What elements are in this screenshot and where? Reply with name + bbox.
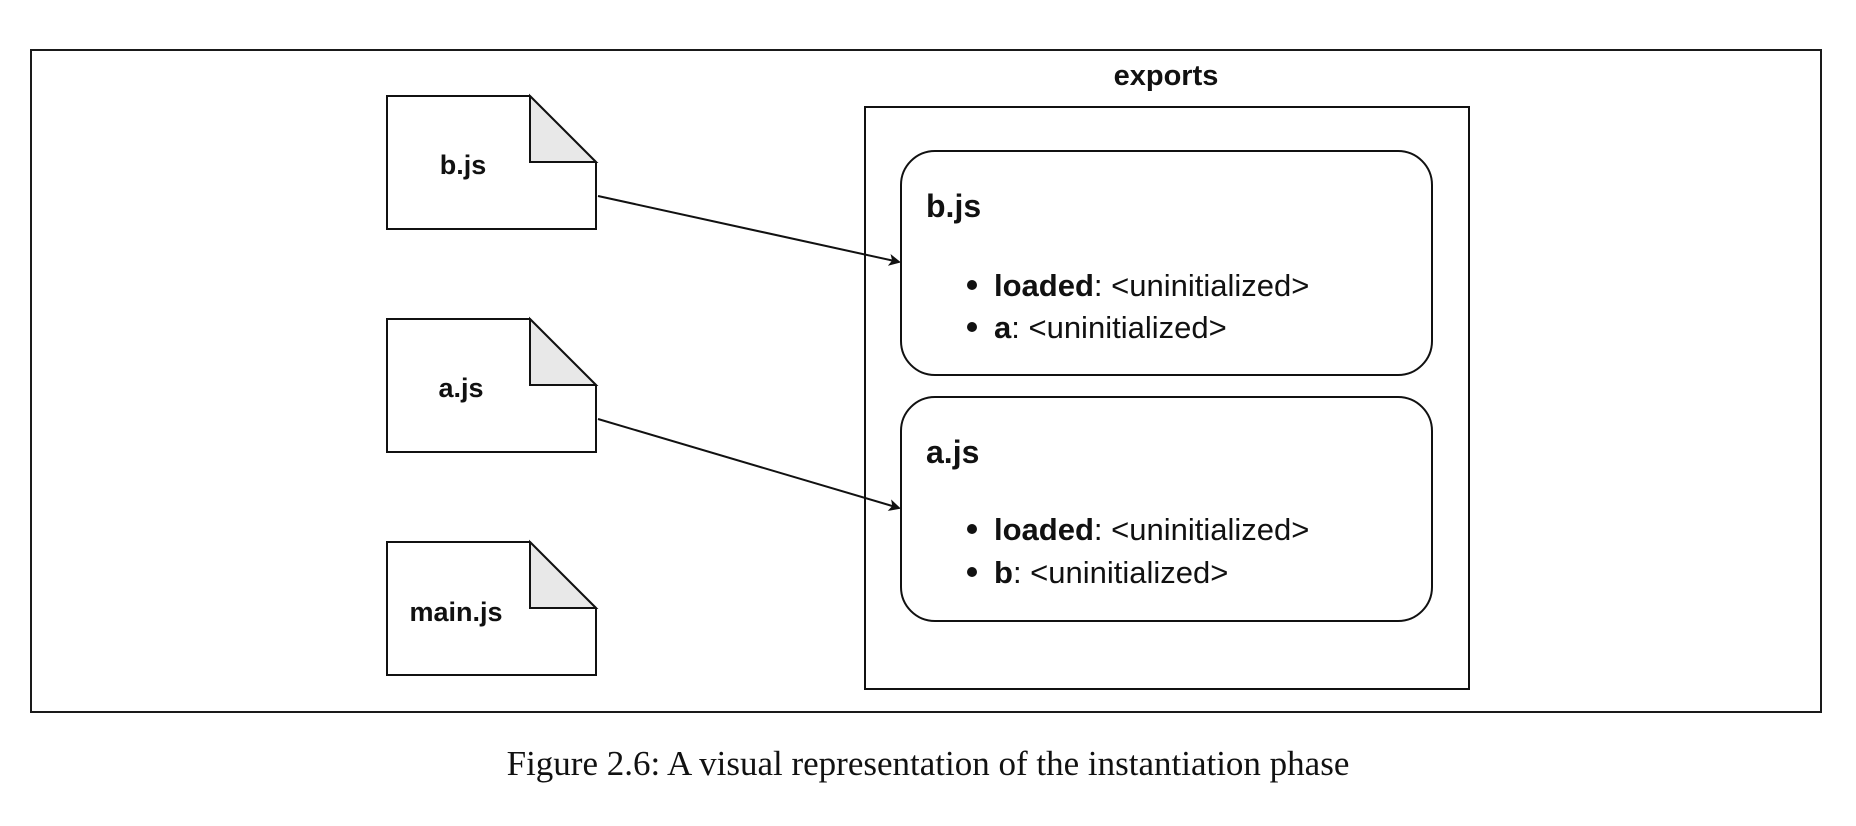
arrow-a-to-exports xyxy=(597,418,901,511)
file-node-a: a.js xyxy=(386,316,599,453)
bullet-icon xyxy=(967,567,977,577)
exports-title: exports xyxy=(1114,60,1219,92)
card-item-a-loaded: loaded: <uninitialized> xyxy=(994,512,1309,547)
bullet-icon xyxy=(967,322,977,332)
diagram-canvas: b.js a.js main.js exports b.js loaded: <… xyxy=(386,60,1470,690)
card-item-a-b: b: <uninitialized> xyxy=(994,555,1228,590)
arrow-b-to-exports xyxy=(597,195,901,266)
file-node-b: b.js xyxy=(386,93,599,230)
file-label-main: main.js xyxy=(409,597,502,627)
folded-corner-icon xyxy=(529,316,599,386)
bullet-icon xyxy=(967,524,977,534)
diagram-frame xyxy=(30,49,1822,713)
file-label-a: a.js xyxy=(438,373,483,403)
bullet-icon xyxy=(967,280,977,290)
folded-corner-icon xyxy=(529,93,599,163)
card-item-b-loaded: loaded: <uninitialized> xyxy=(994,268,1309,303)
exports-card-a: a.js loaded: <uninitialized> b: <uniniti… xyxy=(900,396,1433,622)
figure-caption: Figure 2.6: A visual representation of t… xyxy=(506,744,1350,783)
file-label-b: b.js xyxy=(440,150,487,180)
card-title-b: b.js xyxy=(926,188,981,224)
folded-corner-icon xyxy=(529,539,599,609)
card-item-b-a: a: <uninitialized> xyxy=(994,310,1227,345)
file-node-main: main.js xyxy=(386,539,599,676)
exports-card-b: b.js loaded: <uninitialized> a: <uniniti… xyxy=(900,150,1433,376)
card-title-a: a.js xyxy=(926,434,979,470)
